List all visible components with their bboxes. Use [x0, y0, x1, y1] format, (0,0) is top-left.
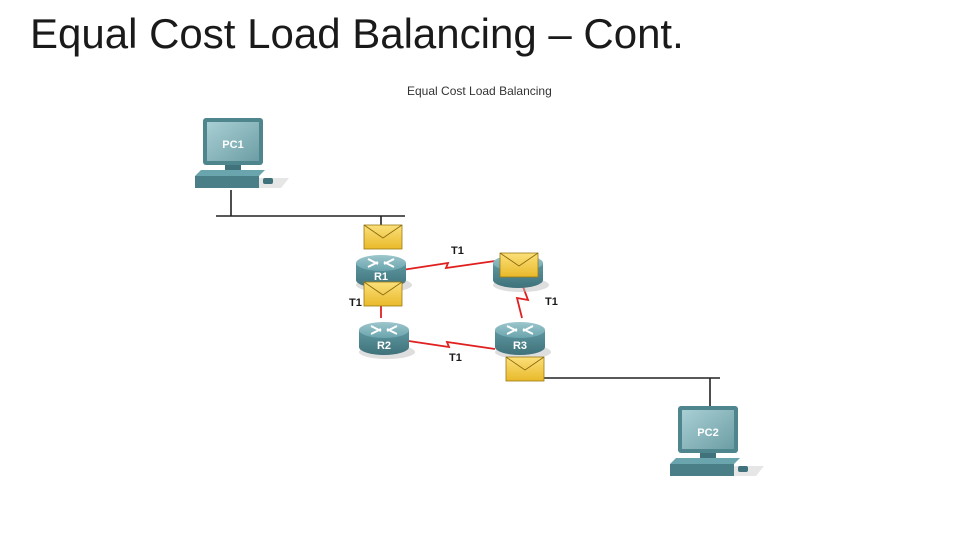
- router-r2: R2: [359, 322, 415, 359]
- packet-envelope-icon: [363, 224, 403, 250]
- r1-label: R1: [374, 271, 388, 283]
- pc2-label: PC2: [697, 427, 718, 439]
- link-label-t1: T1: [451, 245, 464, 257]
- router-r3: R3: [495, 322, 551, 359]
- packet-envelope-icon: [363, 281, 403, 307]
- slide-title: Equal Cost Load Balancing – Cont.: [30, 10, 684, 57]
- pc1-label: PC1: [222, 139, 243, 151]
- r2-label: R2: [377, 340, 391, 352]
- pc1-icon: PC1: [195, 118, 289, 188]
- serial-link-top-r3: [515, 283, 530, 319]
- diagram-title: Equal Cost Load Balancing: [407, 84, 552, 98]
- serial-link-r2-r3: [401, 339, 496, 350]
- packet-envelope-icon: [499, 252, 539, 278]
- serial-link-r1-top: [401, 260, 496, 271]
- link-label-t1: T1: [349, 297, 362, 309]
- pc2-icon: PC2: [670, 406, 764, 476]
- r3-label: R3: [513, 340, 527, 352]
- link-label-t1: T1: [545, 296, 558, 308]
- packet-envelope-icon: [505, 356, 545, 382]
- link-label-t1: T1: [449, 352, 462, 364]
- ethernet-lan-2: [517, 365, 720, 408]
